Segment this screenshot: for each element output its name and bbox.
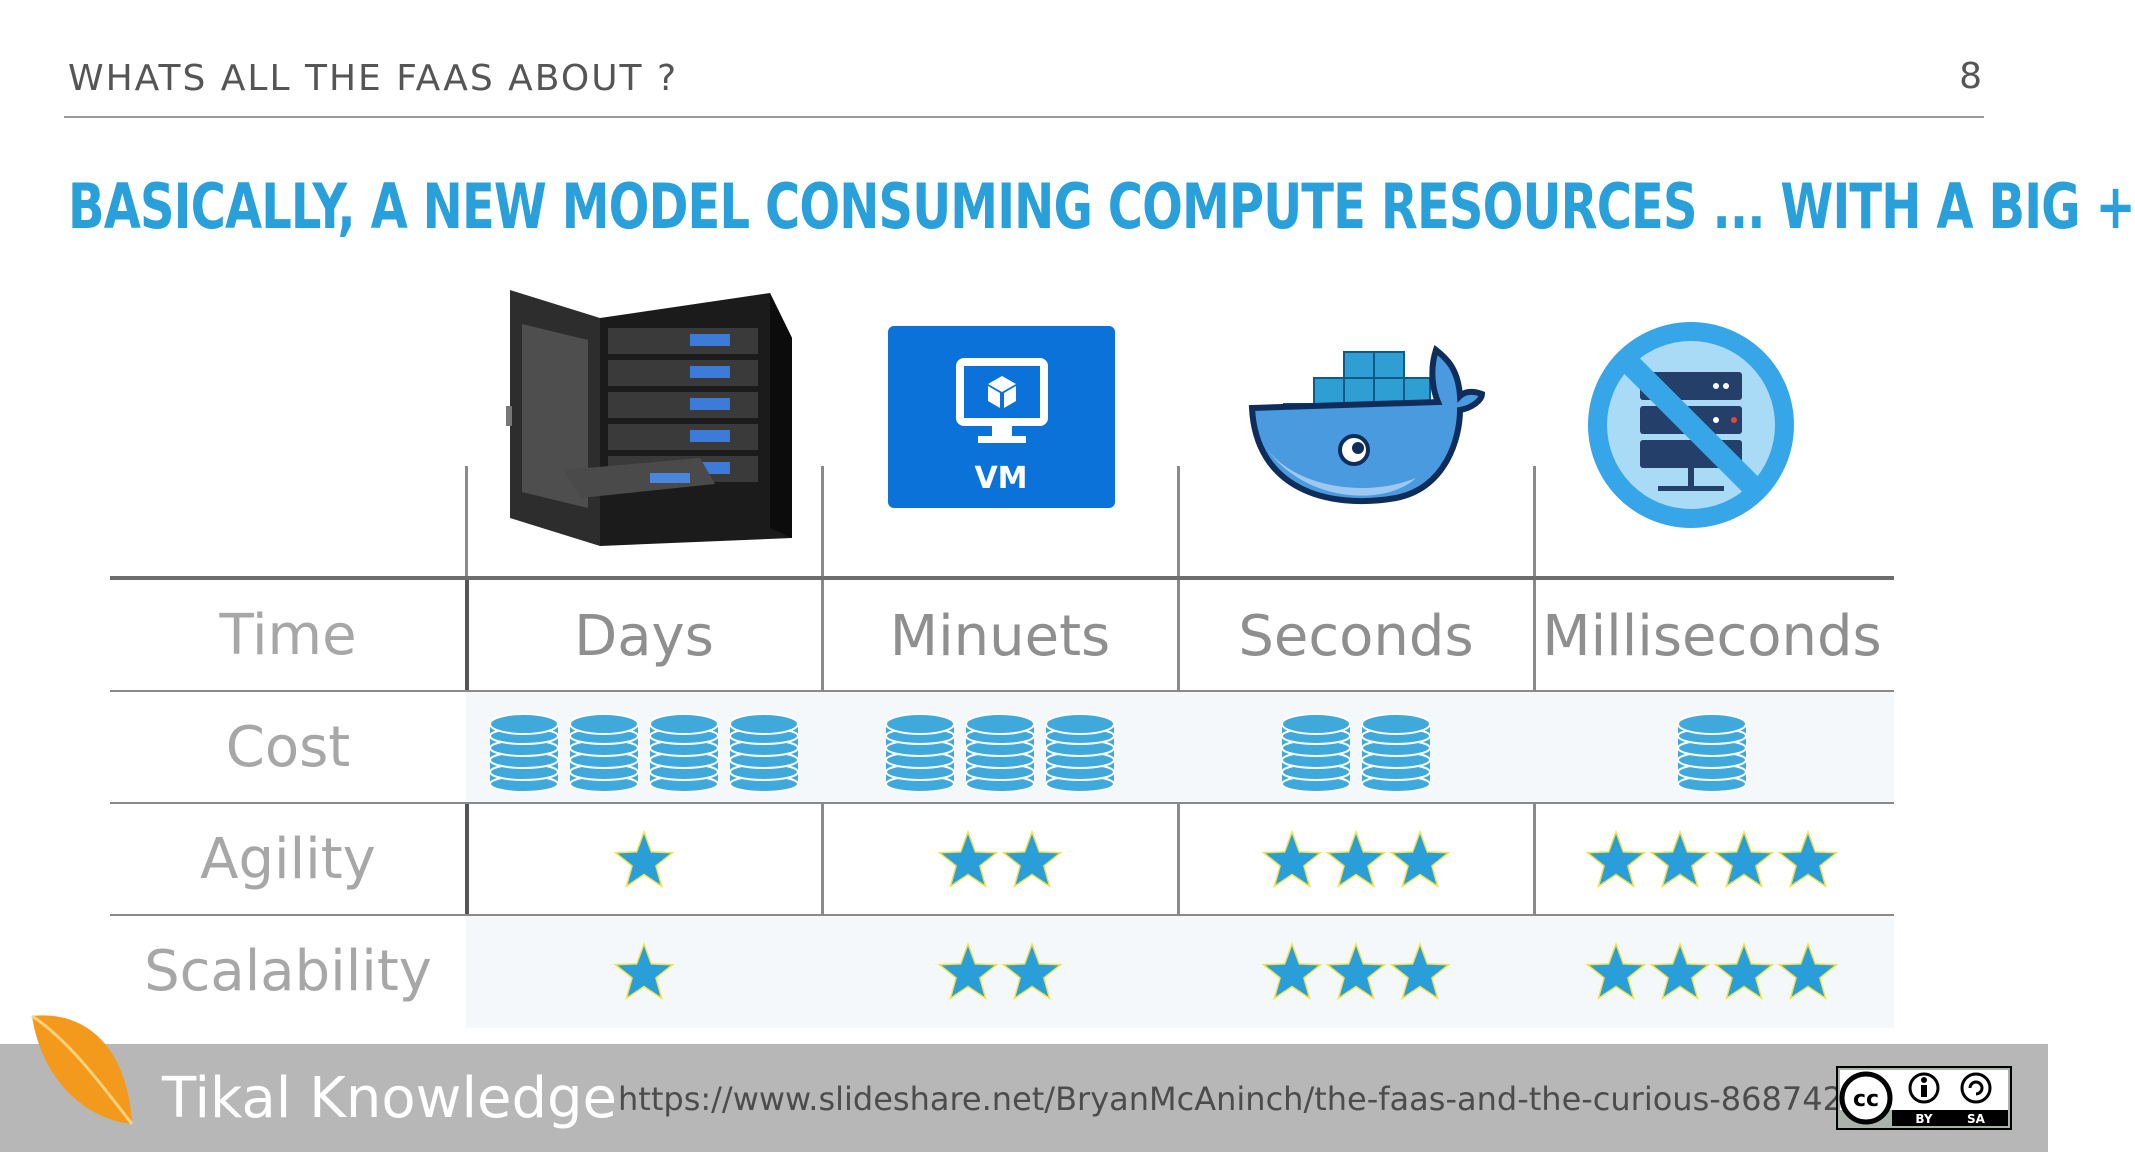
coin-stack-icon: [965, 713, 1035, 793]
star-icon: [937, 829, 999, 889]
star-icon: [1585, 941, 1647, 1001]
cell-scalability-vm: [822, 916, 1178, 1028]
cell-agility-container: [1178, 804, 1534, 916]
star-icon: [1585, 829, 1647, 889]
cell-cost-container: [1178, 692, 1534, 804]
source-link[interactable]: https://www.slideshare.net/BryanMcAninch…: [618, 1080, 1884, 1118]
cell-time-vm: Minuets: [822, 580, 1178, 692]
coin-stack-icon: [1281, 713, 1351, 793]
coin-stack-icon: [1677, 713, 1747, 793]
cell-cost-serverless: [1534, 692, 1890, 804]
coin-stack-icon: [489, 713, 559, 793]
star-icon: [1649, 829, 1711, 889]
cell-time-server: Days: [466, 580, 822, 692]
cc-by-sa-license-icon: cc BY SA: [1836, 1066, 2012, 1130]
column-separator: [465, 466, 468, 578]
star-icon: [1713, 941, 1775, 1001]
row-label-cost: Cost: [110, 692, 466, 804]
star-icon: [613, 941, 675, 1001]
coin-stack-icon: [649, 713, 719, 793]
star-icon: [1001, 941, 1063, 1001]
footer-brand: Tikal Knowledge: [162, 1066, 617, 1131]
star-icon: [1325, 941, 1387, 1001]
star-icon: [1649, 941, 1711, 1001]
svg-text:cc: cc: [1853, 1087, 1879, 1112]
star-icon: [1777, 941, 1839, 1001]
star-icon: [613, 829, 675, 889]
cell-agility-server: [466, 804, 822, 916]
cell-agility-vm: [822, 804, 1178, 916]
docker-whale-icon: [1246, 338, 1486, 516]
license-by-label: BY: [1915, 1112, 1932, 1126]
cell-cost-vm: [822, 692, 1178, 804]
slide-title: BASICALLY, A NEW MODEL CONSUMING COMPUTE…: [68, 170, 2135, 243]
cell-text: Milliseconds: [1542, 603, 1882, 669]
star-icon: [1713, 829, 1775, 889]
vm-icon: VM: [888, 326, 1115, 508]
section-title: WHATS ALL THE FAAS ABOUT ?: [68, 58, 679, 99]
cell-time-container: Seconds: [1178, 580, 1534, 692]
row-divider: [110, 802, 1894, 804]
coin-stack-icon: [1361, 713, 1431, 793]
cell-agility-serverless: [1534, 804, 1890, 916]
table-row-agility: Agility: [110, 804, 1894, 916]
row-divider: [110, 914, 1894, 916]
row-label-agility: Agility: [200, 827, 376, 892]
table-label-column-separator: [465, 580, 469, 1028]
star-icon: [1389, 941, 1451, 1001]
header-divider: [64, 116, 1984, 118]
cell-scalability-container: [1178, 916, 1534, 1028]
star-icon: [1777, 829, 1839, 889]
coin-stack-icon: [569, 713, 639, 793]
row-label-time: Time: [219, 603, 357, 668]
cell-text: Minuets: [889, 603, 1111, 669]
table-row-cost: Cost: [110, 692, 1894, 804]
cell-cost-server: [466, 692, 822, 804]
star-icon: [1389, 829, 1451, 889]
cell-text: Days: [574, 603, 714, 669]
table-row-time: Time Days Minuets Seconds Milliseconds: [110, 580, 1894, 692]
no-server-icon: [1588, 322, 1794, 528]
star-icon: [1001, 829, 1063, 889]
coin-stack-icon: [885, 713, 955, 793]
page-number: 8: [1959, 56, 1982, 97]
cell-scalability-server: [466, 916, 822, 1028]
row-divider: [110, 690, 1894, 692]
server-cabinet-icon: [500, 288, 800, 548]
row-label-scalability: Scalability: [110, 916, 466, 1028]
star-icon: [1261, 941, 1323, 1001]
footer-bar: [0, 1044, 2048, 1152]
vm-label: VM: [974, 461, 1027, 496]
cell-time-serverless: Milliseconds: [1534, 580, 1890, 692]
cell-text: Seconds: [1238, 603, 1474, 669]
tikal-leaf-logo-icon: [28, 1010, 140, 1130]
table-row-scalability: Scalability: [110, 916, 1894, 1028]
license-sa-label: SA: [1967, 1112, 1986, 1126]
coin-stack-icon: [729, 713, 799, 793]
star-icon: [937, 941, 999, 1001]
star-icon: [1261, 829, 1323, 889]
coin-stack-icon: [1045, 713, 1115, 793]
star-icon: [1325, 829, 1387, 889]
table-top-rule: [110, 576, 1894, 580]
cell-scalability-serverless: [1534, 916, 1890, 1028]
